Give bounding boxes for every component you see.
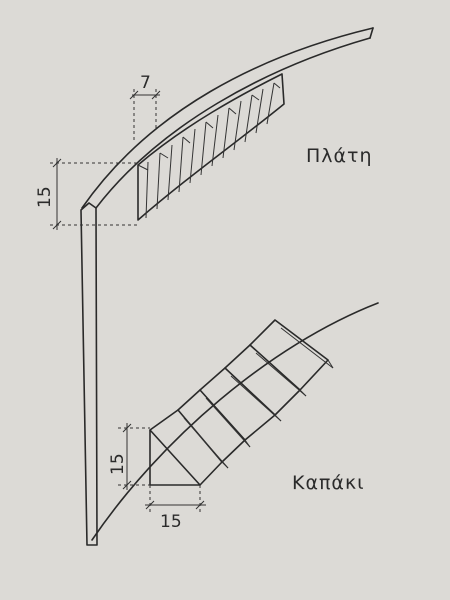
dim-label-15-lid-width: 15 <box>160 512 182 532</box>
side-panel-outline <box>80 202 98 546</box>
dimension-slot-width: 7 <box>129 73 161 140</box>
lid-block-1 <box>149 409 223 486</box>
back-joint-block <box>137 73 285 221</box>
lid-joint-blocks <box>149 319 334 486</box>
dimension-lid-height: 15 <box>108 423 150 490</box>
label-back: Πλάτη <box>306 145 373 167</box>
lid-block-5 <box>249 319 329 391</box>
lid-triangle-block <box>149 429 201 486</box>
back-panel <box>81 27 374 209</box>
dim-label-15-back: 15 <box>35 186 55 208</box>
lid-panel <box>91 302 379 541</box>
label-lid: Καπάκι <box>292 472 365 494</box>
dim-label-15-lid-height: 15 <box>108 453 128 475</box>
lid-block-3 <box>199 367 276 441</box>
back-panel-outer-edge <box>81 27 374 209</box>
back-panel-end <box>369 27 374 39</box>
back-joint-slats <box>137 73 285 221</box>
back-panel-inner-edge <box>95 37 371 209</box>
lid-block-2 <box>177 389 246 463</box>
lid-block-4 <box>224 344 301 416</box>
side-panel <box>80 202 98 546</box>
dim-label-7: 7 <box>140 73 151 93</box>
dimension-back-height: 15 <box>35 158 138 230</box>
dimension-lid-width: 15 <box>145 485 206 532</box>
lid-curve <box>91 302 379 541</box>
